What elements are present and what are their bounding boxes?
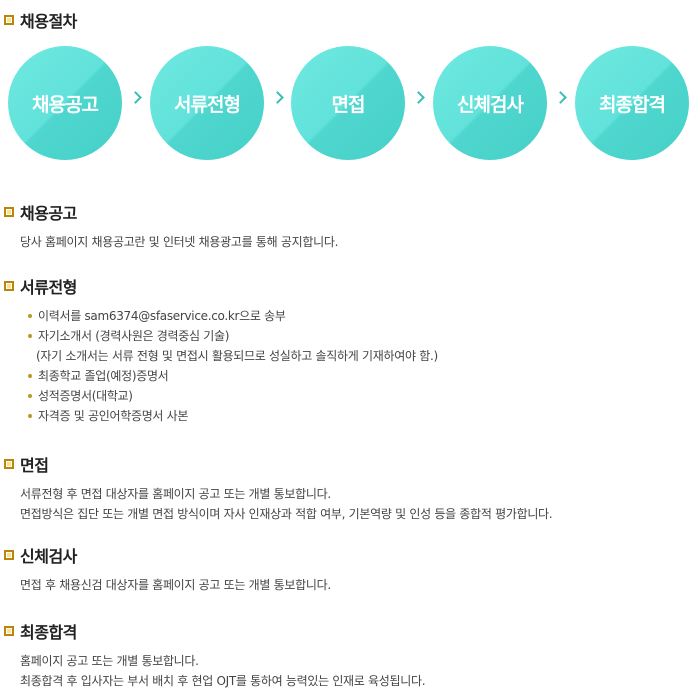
text-line: 최종합격 후 입사자는 부서 배치 후 현업 OJT를 통하여 능력있는 인재로…	[20, 674, 426, 688]
text-line: 서류전형 후 면접 대상자를 홈페이지 공고 또는 개별 통보합니다.	[20, 487, 331, 501]
step-label: 서류전형	[174, 93, 241, 116]
list-item-text: 자격증 및 공인어학증명서 사본	[38, 409, 189, 423]
list-item-note: (자기 소개서는 서류 전형 및 면접시 활용되므로 성실하고 솔직하게 기재하…	[24, 346, 438, 366]
interview-title: 면접	[20, 456, 49, 475]
process-steps: 채용공고 서류전형 면접 신체검사 최종합격	[8, 46, 698, 160]
step-label: 최종합격	[599, 93, 666, 116]
recruit-notice-title: 채용공고	[20, 204, 77, 223]
list-item: 최종학교 졸업(예정)증명서	[24, 366, 438, 386]
process-title: 채용절차	[20, 12, 77, 31]
list-item: 성적증명서(대학교)	[24, 386, 438, 406]
text-line: 홈페이지 공고 또는 개별 통보합니다.	[20, 654, 199, 668]
recruit-notice-text: 당사 홈페이지 채용공고란 및 인터넷 채용광고를 통해 공지합니다.	[20, 232, 338, 252]
document-screening-section-title: 서류전형	[4, 275, 77, 297]
process-section-title: 채용절차	[4, 9, 77, 31]
list-item-text: 이력서를 sam6374@sfaservice.co.kr으로 송부	[38, 309, 286, 323]
text-line: 당사 홈페이지 채용공고란 및 인터넷 채용광고를 통해 공지합니다.	[20, 235, 339, 249]
recruit-notice-section-title: 채용공고	[4, 201, 77, 223]
square-bullet-icon	[4, 15, 14, 25]
document-list: 이력서를 sam6374@sfaservice.co.kr으로 송부 자기소개서…	[24, 306, 438, 426]
list-item: 자격증 및 공인어학증명서 사본	[24, 406, 438, 426]
step-circle-recruit-notice: 채용공고	[8, 46, 122, 160]
step-label: 채용공고	[32, 93, 99, 116]
final-pass-text: 홈페이지 공고 또는 개별 통보합니다. 최종합격 후 입사자는 부서 배치 후…	[20, 651, 426, 691]
list-item-text: 성적증명서(대학교)	[38, 389, 133, 403]
list-item: 자기소개서 (경력사원은 경력중심 기술)	[24, 326, 438, 346]
step-circle-interview: 면접	[291, 46, 405, 160]
chevron-right-icon	[412, 91, 425, 104]
document-screening-title: 서류전형	[20, 278, 77, 297]
square-bullet-icon	[4, 281, 14, 291]
step-circle-final-pass: 최종합격	[575, 46, 689, 160]
dot-bullet-icon	[28, 374, 32, 378]
square-bullet-icon	[4, 207, 14, 217]
step-label: 신체검사	[457, 93, 524, 116]
step-circle-document-screening: 서류전형	[150, 46, 264, 160]
dot-bullet-icon	[28, 414, 32, 418]
final-pass-section-title: 최종합격	[4, 620, 77, 642]
interview-section-title: 면접	[4, 453, 49, 475]
medical-check-section-title: 신체검사	[4, 544, 77, 566]
text-line: 면접 후 채용신검 대상자를 홈페이지 공고 또는 개별 통보합니다.	[20, 578, 331, 592]
list-item-text: 자기소개서 (경력사원은 경력중심 기술)	[38, 329, 230, 343]
dot-bullet-icon	[28, 334, 32, 338]
step-circle-medical-check: 신체검사	[433, 46, 547, 160]
final-pass-title: 최종합격	[20, 623, 77, 642]
list-item-text: (자기 소개서는 서류 전형 및 면접시 활용되므로 성실하고 솔직하게 기재하…	[36, 349, 438, 363]
square-bullet-icon	[4, 626, 14, 636]
dot-bullet-icon	[28, 314, 32, 318]
list-item: 이력서를 sam6374@sfaservice.co.kr으로 송부	[24, 306, 438, 326]
square-bullet-icon	[4, 459, 14, 469]
chevron-right-icon	[271, 91, 284, 104]
chevron-right-icon	[129, 91, 142, 104]
interview-text: 서류전형 후 면접 대상자를 홈페이지 공고 또는 개별 통보합니다. 면접방식…	[20, 484, 553, 524]
medical-check-title: 신체검사	[20, 547, 77, 566]
square-bullet-icon	[4, 550, 14, 560]
list-item-text: 최종학교 졸업(예정)증명서	[38, 369, 169, 383]
step-label: 면접	[331, 93, 366, 116]
dot-bullet-icon	[28, 394, 32, 398]
medical-check-text: 면접 후 채용신검 대상자를 홈페이지 공고 또는 개별 통보합니다.	[20, 575, 331, 595]
text-line: 면접방식은 집단 또는 개별 면접 방식이며 자사 인재상과 적합 여부, 기본…	[20, 507, 553, 521]
chevron-right-icon	[554, 91, 567, 104]
